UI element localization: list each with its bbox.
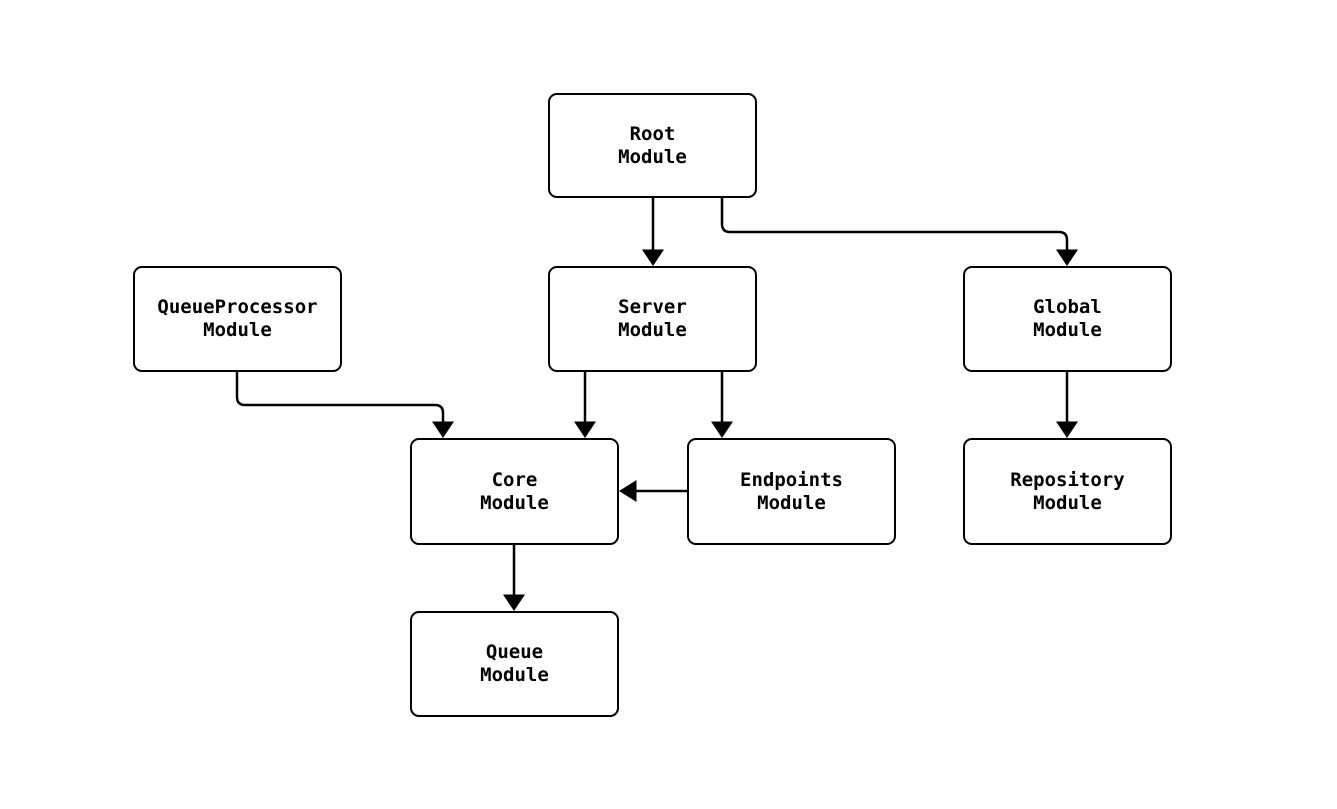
edge-root-to-global xyxy=(720,197,1078,266)
node-label-line1: Server xyxy=(618,296,687,318)
node-label-line2: Module xyxy=(618,145,687,168)
node-label-line1: Core xyxy=(491,468,538,491)
node-label-line1: Endpoints xyxy=(740,468,843,491)
node-label-line1: Root xyxy=(629,122,676,145)
node-label-line1: QueueProcessor xyxy=(157,296,318,318)
edge-server-to-endpoints xyxy=(711,371,733,438)
node-label-line2: Module xyxy=(618,319,687,341)
node-endpoints-module: Endpoints Module xyxy=(687,438,896,545)
node-label-line2: Module xyxy=(1033,491,1102,514)
edge-server-to-core xyxy=(574,371,596,438)
node-label-line1: Global xyxy=(1033,296,1102,318)
node-label-line1: Repository xyxy=(1010,468,1125,491)
node-label-line2: Module xyxy=(1033,319,1102,341)
arrowhead-endpoints-to-core xyxy=(619,480,637,502)
arrowhead-root-to-server xyxy=(642,249,664,266)
edge-endpoints-to-core xyxy=(619,480,687,502)
node-queueprocessor-module: QueueProcessor Module xyxy=(133,266,342,372)
arrowhead-global-to-repository xyxy=(1056,421,1078,438)
node-label-line2: Module xyxy=(203,319,272,341)
arrowhead-server-to-core xyxy=(574,421,596,438)
arrowhead-queueprocessor-to-core xyxy=(432,421,454,438)
node-root-module: Root Module xyxy=(548,93,757,198)
node-label-line2: Module xyxy=(480,664,549,686)
arrowhead-server-to-endpoints xyxy=(711,421,733,438)
node-core-module: Core Module xyxy=(410,438,619,545)
node-global-module: Global Module xyxy=(963,266,1172,372)
edge-root-to-server xyxy=(642,197,664,266)
node-queue-module: Queue Module xyxy=(410,611,619,717)
node-label-line1: Queue xyxy=(485,641,544,663)
node-server-module: Server Module xyxy=(548,266,757,372)
node-repository-module: Repository Module xyxy=(963,438,1172,545)
edge-queueprocessor-to-core xyxy=(235,371,454,438)
arrowhead-root-to-global xyxy=(1056,249,1078,266)
edge-core-to-queue xyxy=(503,544,525,611)
node-label-line2: Module xyxy=(757,491,826,514)
edge-global-to-repository xyxy=(1056,371,1078,438)
node-label-line2: Module xyxy=(480,491,549,514)
arrowhead-core-to-queue xyxy=(503,594,525,611)
